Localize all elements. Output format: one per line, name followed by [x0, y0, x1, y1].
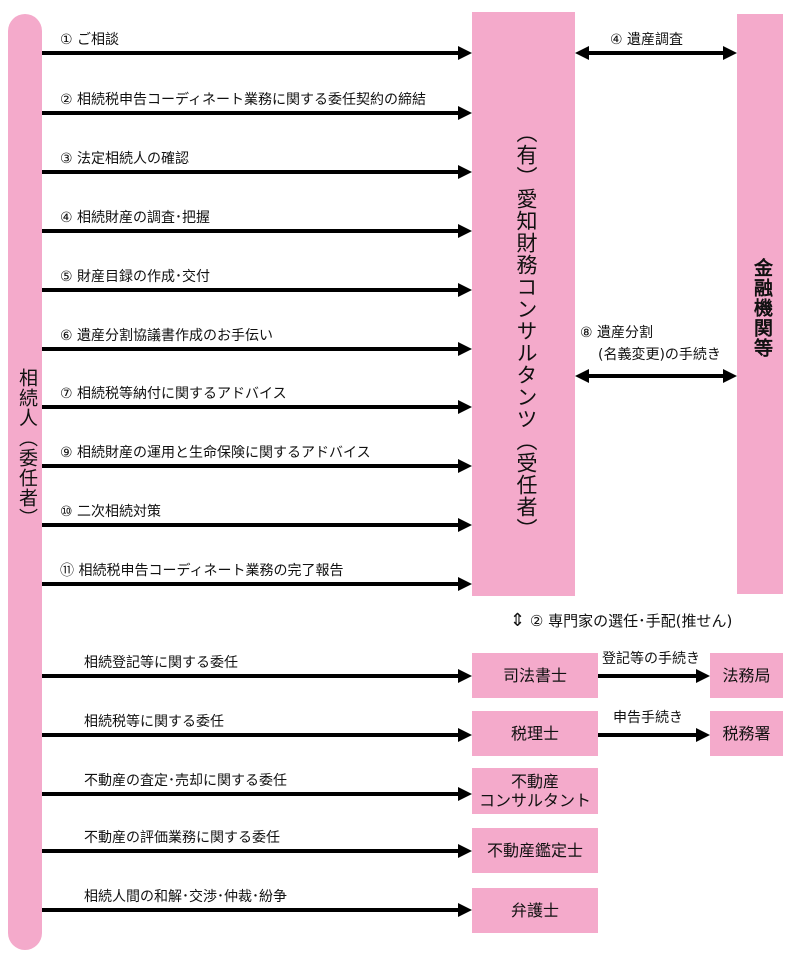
division-label-2: (名義変更)の手続き: [598, 347, 721, 363]
updown-arrow-icon: ⇕: [510, 610, 526, 631]
step-label: ⑤ 財産目録の作成･交付: [60, 269, 211, 285]
arrow: [42, 787, 472, 801]
step-label: ④ 相続財産の調査･把握: [60, 210, 211, 226]
arrow: [42, 224, 472, 238]
expert-select-row: ⇕ ② 専門家の選任･手配(推せん): [510, 610, 732, 631]
procedure-label: 申告手続き: [613, 710, 683, 726]
expert-request-label: 不動産の査定･売却に関する委任: [84, 773, 287, 789]
expert-box: 弁護士: [472, 888, 598, 933]
arrow: [42, 459, 472, 473]
arrow: [598, 728, 710, 742]
step-label: ③ 法定相続人の確認: [60, 151, 190, 167]
arrow: [42, 400, 472, 414]
expert-request-label: 不動産の評価業務に関する委任: [84, 830, 280, 846]
arrow: [42, 577, 472, 591]
arrow: [42, 518, 472, 532]
step-label: ② 相続税申告コーディネート業務に関する委任契約の締結: [60, 92, 427, 108]
expert-box: 不動産 コンサルタント: [472, 768, 598, 814]
arrow: [575, 369, 737, 383]
office-box: 税務署: [710, 711, 783, 756]
survey-label: ④ 遺産調査: [610, 32, 684, 48]
arrow: [42, 342, 472, 356]
arrow: [42, 106, 472, 120]
step-label: ① ご相談: [60, 32, 120, 48]
expert-box: 司法書士: [472, 653, 598, 698]
client-bar: [8, 14, 42, 950]
arrow: [42, 46, 472, 60]
client-label: 相続人（委任者）: [16, 368, 38, 528]
expert-request-label: 相続税等に関する委任: [84, 714, 224, 730]
arrow: [42, 844, 472, 858]
arrow: [42, 165, 472, 179]
step-label: ⑥ 遺産分割協議書作成のお手伝い: [60, 328, 274, 344]
arrow: [575, 46, 737, 60]
consultant-box: [472, 12, 575, 596]
expert-box: 税理士: [472, 711, 598, 756]
bank-box: [737, 14, 783, 594]
expert-select-label: ② 専門家の選任･手配(推せん): [529, 612, 733, 630]
procedure-label: 登記等の手続き: [602, 651, 700, 667]
step-label: ⑦ 相続税等納付に関するアドバイス: [60, 386, 287, 402]
arrow: [598, 669, 710, 683]
step-label: ⑨ 相続財産の運用と生命保険に関するアドバイス: [60, 445, 371, 461]
arrow: [42, 669, 472, 683]
expert-request-label: 相続登記等に関する委任: [84, 655, 238, 671]
step-label: ⑪ 相続税申告コーディネート業務の完了報告: [60, 563, 344, 579]
step-label: ⑩ 二次相続対策: [60, 504, 162, 520]
expert-box: 不動産鑑定士: [472, 828, 598, 873]
bank-label: 金融機関等: [751, 258, 773, 358]
consultant-label: （有）愛知財務コンサルタンツ（受任者）: [514, 122, 538, 540]
arrow: [42, 283, 472, 297]
division-label-1: ⑧ 遺産分割: [580, 325, 654, 341]
arrow: [42, 728, 472, 742]
arrow: [42, 903, 472, 917]
expert-request-label: 相続人間の和解･交渉･仲裁･紛争: [84, 889, 287, 905]
office-box: 法務局: [710, 653, 783, 698]
